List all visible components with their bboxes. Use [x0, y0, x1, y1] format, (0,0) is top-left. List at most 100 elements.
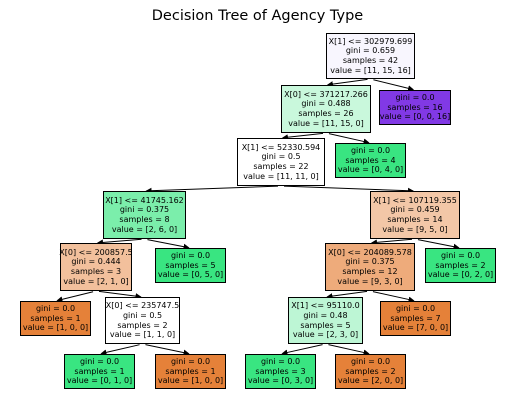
node-line: samples = 4 — [345, 155, 396, 165]
edge-n13-n18 — [328, 344, 370, 356]
edge-n0-n2 — [373, 79, 415, 92]
node-line: samples = 8 — [119, 215, 170, 224]
node-line: value = [1, 1, 0] — [109, 330, 176, 340]
node-line: value = [11, 15, 0] — [288, 118, 364, 128]
node-line: X[0] <= 235747.5 — [105, 301, 180, 311]
node-line: value = [0, 3, 0] — [247, 376, 314, 386]
node-line: samples = 26 — [298, 109, 354, 118]
node-line: gini = 0.0 — [35, 304, 76, 314]
node-line: samples = 1 — [74, 366, 125, 376]
edge-n9-n13 — [326, 290, 368, 300]
node-line: value = [1, 0, 0] — [157, 376, 224, 386]
edge-n0-n1 — [326, 78, 368, 88]
node-line: value = [0, 5, 0] — [157, 270, 224, 280]
node-line: gini = 0.0 — [170, 251, 211, 261]
edge-n1-n3 — [281, 132, 324, 141]
node-line: samples = 2 — [435, 260, 486, 270]
edge-n12-n16 — [145, 344, 190, 356]
node-line: samples = 16 — [387, 102, 443, 112]
node-line: samples = 3 — [70, 267, 122, 276]
edge-n7-n12 — [98, 290, 142, 300]
node-line: value = [2, 0, 0] — [337, 376, 404, 386]
node-line: gini = 0.5 — [122, 310, 163, 320]
node-line: value = [0, 0, 16] — [379, 112, 451, 122]
node-line: X[1] <= 95110.0 — [291, 301, 360, 311]
node-line: samples = 7 — [390, 313, 441, 323]
node-line: gini = 0.444 — [71, 257, 121, 267]
node-line: value = [7, 0, 0] — [382, 323, 449, 333]
node-line: gini = 0.659 — [345, 46, 396, 56]
node-line: X[1] <= 107119.355 — [373, 195, 457, 205]
node-line: X[1] <= 52330.594 — [241, 142, 321, 152]
node-line: samples = 14 — [387, 215, 443, 224]
node-line: X[0] <= 371217.266 — [284, 89, 368, 99]
node-line: samples = 1 — [165, 366, 216, 376]
node-line: samples = 1 — [30, 313, 81, 323]
node-line: value = [2, 6, 0] — [111, 224, 178, 234]
node-line: samples = 42 — [342, 56, 399, 65]
node-line: samples = 5 — [300, 320, 351, 330]
edge-n3-n6 — [283, 185, 415, 194]
node-line: X[0] <= 204089.578 — [328, 247, 412, 257]
node-line: gini = 0.0 — [350, 146, 391, 156]
edge-n6-n9 — [370, 238, 413, 246]
node-line: samples = 2 — [117, 320, 168, 330]
node-line: X[1] <= 302979.699 — [328, 36, 413, 46]
node-line: value = [9, 5, 0] — [382, 224, 448, 234]
node-line: gini = 0.375 — [119, 205, 170, 215]
node-line: samples = 12 — [342, 267, 398, 276]
edge-n5-n8 — [147, 239, 190, 250]
node-line: samples = 22 — [253, 162, 309, 171]
edge-n3-n5 — [145, 185, 279, 194]
node-line: gini = 0.5 — [261, 152, 301, 162]
edge-n12-n15 — [100, 344, 140, 356]
node-line: value = [0, 4, 0] — [337, 165, 404, 175]
edge-n9-n14 — [372, 291, 415, 303]
edge-n6-n10 — [417, 239, 460, 250]
node-line: value = [11, 15, 16] — [330, 65, 411, 75]
node-line: gini = 0.459 — [390, 205, 440, 215]
node-line: gini = 0.0 — [350, 357, 391, 367]
edge-n13-n17 — [281, 344, 323, 356]
node-line: gini = 0.488 — [301, 99, 351, 109]
node-line: gini = 0.0 — [395, 93, 435, 103]
node-line: X[0] <= 200857.5 — [59, 247, 133, 257]
node-line: value = [11, 11, 0] — [243, 171, 319, 181]
node-line: value = [0, 1, 0] — [66, 376, 133, 386]
node-line: samples = 3 — [255, 366, 306, 376]
node-line: gini = 0.0 — [170, 357, 211, 367]
node-line: gini = 0.375 — [345, 257, 395, 267]
edge-n7-n11 — [56, 291, 94, 303]
edge-n1-n4 — [328, 133, 370, 145]
node-line: gini = 0.0 — [79, 357, 120, 367]
node-line: samples = 5 — [165, 260, 216, 270]
node-line: X[1] <= 41745.162 — [105, 195, 184, 205]
node-line: samples = 2 — [345, 366, 396, 376]
node-line: gini = 0.0 — [260, 357, 301, 367]
node-line: value = [2, 1, 0] — [63, 276, 129, 286]
node-line: gini = 0.0 — [395, 304, 436, 314]
diagram-title: Decision Tree of Agency Type — [151, 8, 364, 24]
node-line: gini = 0.0 — [440, 251, 481, 261]
